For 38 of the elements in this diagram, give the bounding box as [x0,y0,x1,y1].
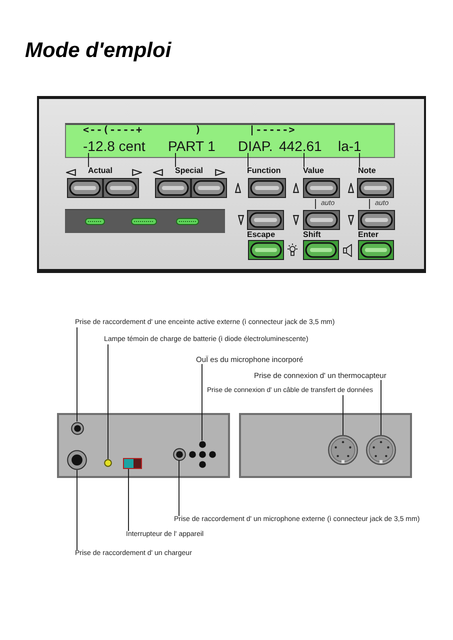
leader-line [88,152,89,168]
lcd-reading: la-1 [338,139,362,153]
button-caption: Value [303,167,324,176]
lcd-display [65,123,395,158]
jack-socket [172,448,186,460]
slide-switch [123,458,142,469]
jack-socket [67,450,87,470]
lcd-text: <--(----+ [83,126,143,136]
indicator-lamp [104,459,112,467]
device-front-panel [37,96,426,273]
jack-socket [70,422,84,434]
device-side-panel [239,413,412,478]
lcd-reading: DIAP. [238,139,273,153]
button-caption: Escape [247,231,276,240]
leader-line [178,460,180,516]
leader-line [359,152,360,168]
leader-line [380,380,382,436]
leader-line [175,152,176,168]
leader-line [342,394,344,436]
microphone-holes [188,440,216,468]
leader-line [128,468,129,532]
lcd-reading: PART 1 [168,139,216,153]
page-title: Mode d'emploi [25,38,172,64]
leader-line [76,326,78,422]
lcd-reading: -12.8 cent [83,139,146,153]
lcd-text: ) [195,126,202,136]
button-caption: Enter [358,231,378,240]
device-side-panel [57,413,230,478]
din-socket [328,435,358,465]
button-caption: Shift [303,231,321,240]
button-caption: Note [358,167,376,176]
lcd-text: |-----> [249,126,296,136]
button-caption: Actual [88,167,112,176]
leader-line [76,470,78,550]
lcd-reading: 442.61 [279,139,322,153]
button-caption: Special [175,167,204,176]
din-socket [366,435,396,465]
button-caption: Function [247,167,281,176]
